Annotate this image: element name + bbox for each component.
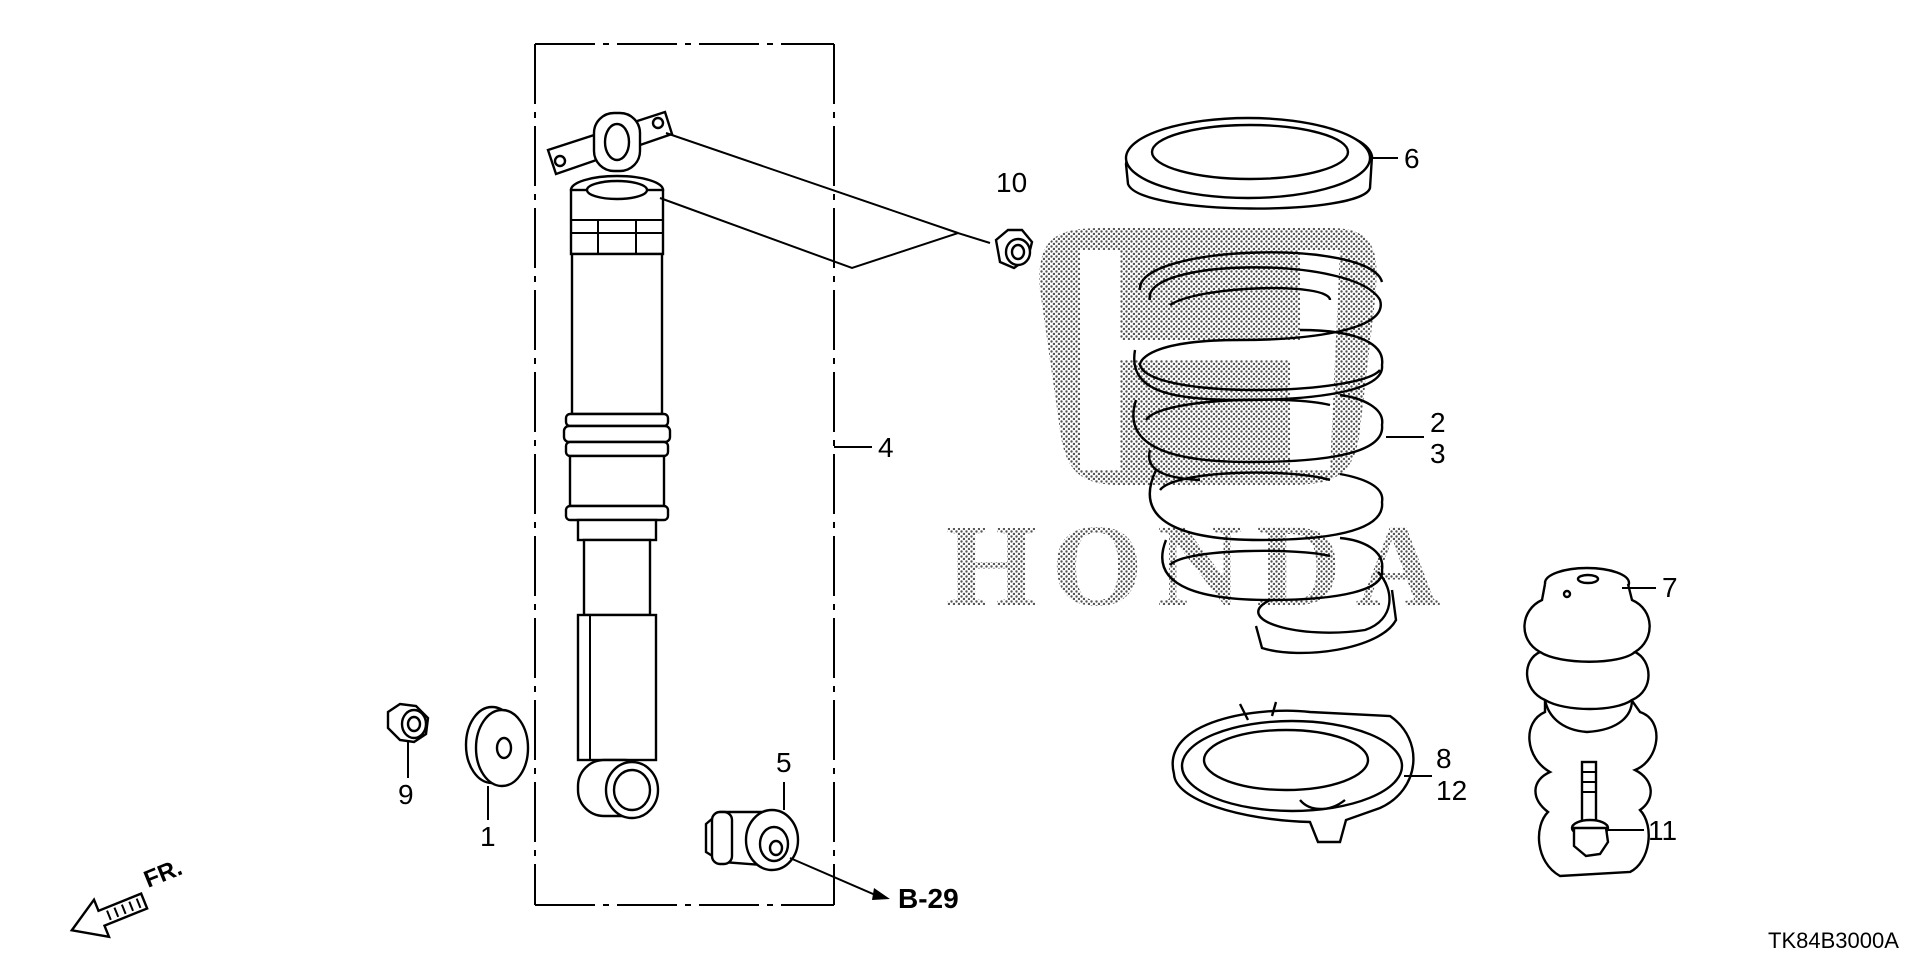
callout-6: 6 (1404, 143, 1420, 174)
honda-watermark: HONDA (945, 228, 1454, 631)
shock-absorber[interactable] (546, 110, 674, 820)
callout-5: 5 (776, 747, 792, 778)
callout-9: 9 (398, 779, 414, 810)
nut-9[interactable] (386, 702, 430, 744)
callout-8: 8 (1436, 743, 1452, 774)
reference-label[interactable]: B-29 (898, 883, 959, 914)
callout-12: 12 (1436, 775, 1467, 806)
watermark-brand: HONDA (945, 500, 1454, 631)
bushing-5[interactable] (704, 808, 800, 872)
callout-1: 1 (480, 821, 496, 852)
front-direction-arrow (69, 892, 149, 939)
flange-nut-10[interactable] (994, 228, 1034, 270)
diagram-code: TK84B3000A (1768, 928, 1899, 953)
front-direction-label: FR. (140, 854, 186, 894)
bolt-11[interactable] (1570, 760, 1610, 858)
spring-seat-upper-6[interactable] (1124, 116, 1374, 210)
callout-4: 4 (878, 432, 894, 463)
assembly-bracket (534, 43, 835, 906)
spring-seat-lower-8[interactable] (1171, 701, 1415, 844)
callout-10: 10 (996, 167, 1027, 198)
callout-7: 7 (1662, 572, 1678, 603)
callout-2: 2 (1430, 407, 1446, 438)
callout-11: 11 (1648, 815, 1677, 846)
callout-3: 3 (1430, 438, 1446, 469)
coil-spring[interactable] (1132, 251, 1398, 655)
washer-1[interactable] (464, 705, 530, 788)
